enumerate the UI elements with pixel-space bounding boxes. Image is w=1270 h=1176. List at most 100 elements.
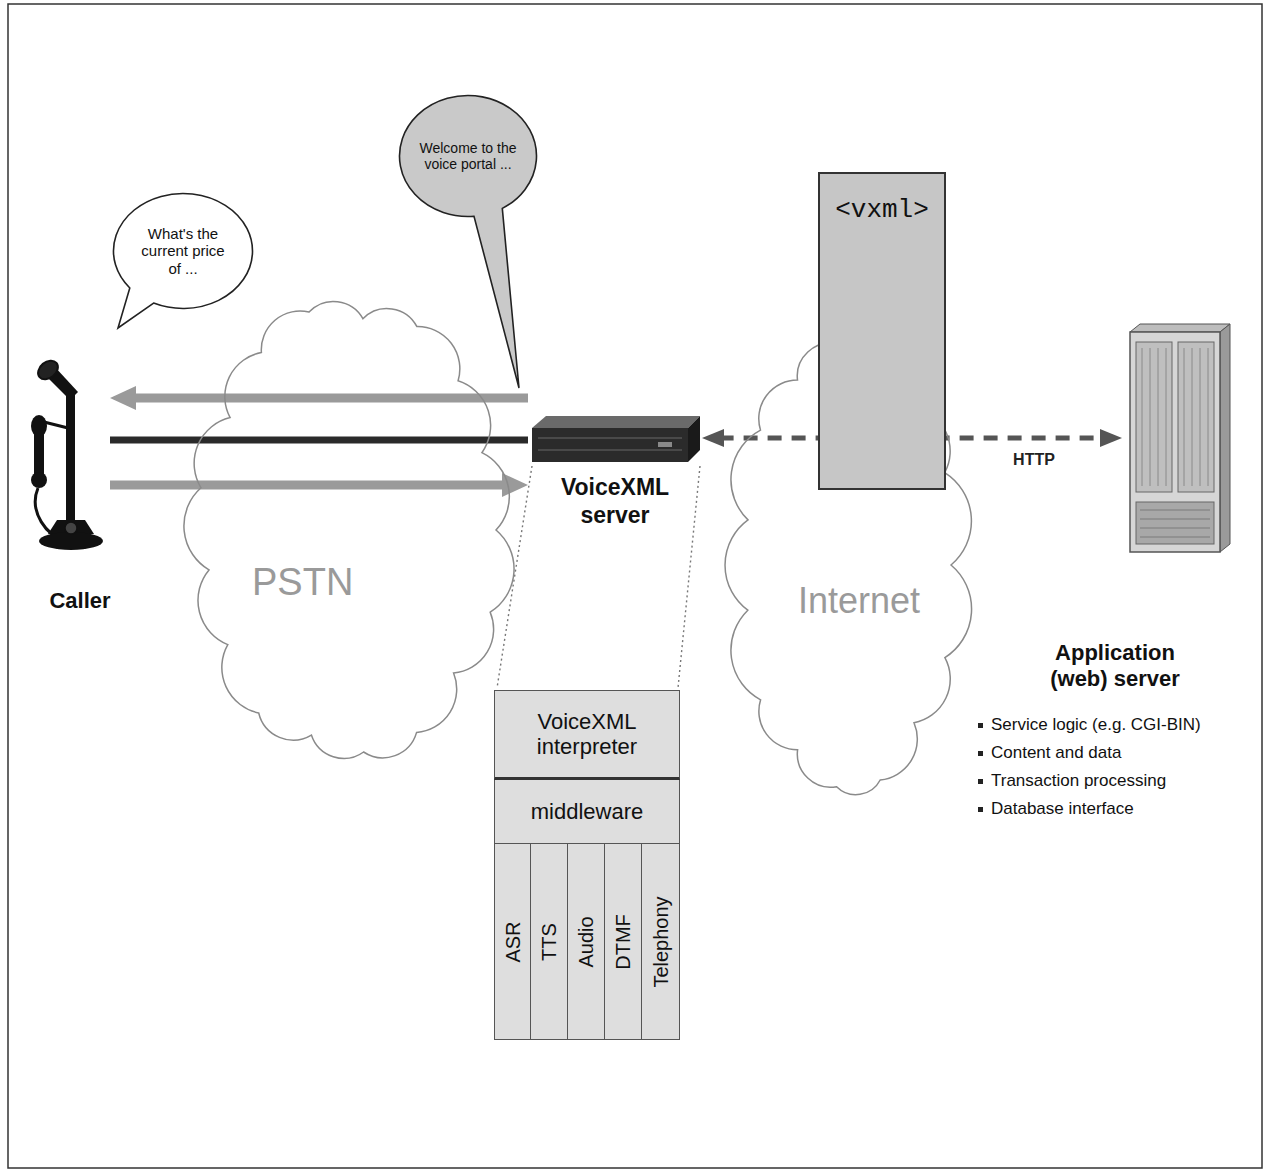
node-text: Internet bbox=[798, 580, 948, 621]
connector-line bbox=[110, 437, 528, 444]
connector-line bbox=[131, 394, 528, 403]
text-holder: TTS bbox=[538, 923, 561, 961]
connector-line bbox=[110, 481, 507, 490]
node-text: Caller bbox=[30, 588, 130, 613]
application-server: Application (web) serverService logic (e… bbox=[1122, 322, 1234, 558]
node-text: VoiceXML interpreter bbox=[502, 709, 672, 760]
node-text: Application (web) server bbox=[1040, 640, 1190, 693]
server-side bbox=[688, 416, 700, 462]
text-holder: Telephony bbox=[649, 896, 672, 987]
stack-layer: middleware bbox=[494, 780, 680, 844]
node-text: middleware bbox=[502, 799, 672, 824]
bullet-item: Transaction processing bbox=[978, 771, 1166, 791]
arrow-head bbox=[702, 429, 724, 447]
connector bbox=[110, 440, 528, 441]
text-holder: ASR bbox=[501, 921, 524, 962]
rack-base bbox=[1136, 502, 1214, 544]
node-text: ASR bbox=[501, 921, 524, 962]
stack-component: Audio bbox=[568, 844, 605, 1040]
rack-slot bbox=[1208, 348, 1209, 486]
rack-slot bbox=[1142, 348, 1143, 486]
node-text: <vxml> bbox=[820, 196, 944, 226]
text-holder: DTMF bbox=[612, 914, 635, 970]
text-holder: Audio bbox=[575, 916, 598, 967]
rack-front bbox=[1130, 332, 1220, 552]
stack-layer: VoiceXML interpreter bbox=[494, 690, 680, 780]
node-text: Telephony bbox=[649, 896, 672, 987]
bullet-item: Service logic (e.g. CGI-BIN) bbox=[978, 715, 1201, 735]
leader-line bbox=[678, 466, 700, 688]
leader-line bbox=[497, 466, 532, 688]
phone-receiver bbox=[31, 472, 47, 488]
server-detail bbox=[538, 449, 682, 451]
server-detail bbox=[538, 437, 682, 439]
node-text: Audio bbox=[575, 916, 598, 967]
phone-dial bbox=[65, 522, 77, 534]
text-holder: Database interface bbox=[978, 799, 1134, 819]
cloud-outline bbox=[190, 295, 510, 765]
server-box-icon bbox=[528, 414, 702, 464]
rack-top bbox=[1130, 324, 1230, 332]
node-text: TTS bbox=[538, 923, 561, 961]
text-holder: VoiceXML server bbox=[550, 474, 680, 529]
phone-stem bbox=[66, 392, 75, 524]
node-text: VoiceXML server bbox=[550, 474, 680, 529]
rack-slot bbox=[1184, 348, 1185, 486]
rack-slot bbox=[1140, 528, 1210, 529]
cloud-outline bbox=[184, 302, 514, 759]
node-text: DTMF bbox=[612, 914, 635, 970]
text-holder: Caller bbox=[30, 588, 130, 613]
speech-bubble: What's the current price of ... bbox=[112, 192, 254, 310]
text-holder: PSTN bbox=[252, 561, 392, 605]
text-holder: <vxml> bbox=[820, 196, 944, 226]
server-light bbox=[658, 442, 672, 447]
node-text: Welcome to the voice portal ... bbox=[416, 140, 520, 172]
text-holder: Application (web) server bbox=[1040, 640, 1190, 693]
phone-hook bbox=[44, 422, 68, 428]
speech-bubble-shape bbox=[399, 96, 536, 388]
rack-slot bbox=[1140, 519, 1210, 520]
picture-frame bbox=[8, 4, 1262, 1168]
network-cloud: PSTN bbox=[190, 295, 510, 765]
text-holder: Transaction processing bbox=[978, 771, 1166, 791]
speech-bubble: Welcome to the voice portal ... bbox=[398, 94, 538, 218]
caller-phone: Caller bbox=[18, 352, 110, 552]
rack-panel bbox=[1136, 342, 1172, 492]
stack-component: ASR bbox=[494, 844, 531, 1040]
arrow-head bbox=[110, 386, 136, 410]
rack-slot bbox=[1140, 510, 1210, 511]
rack-slot bbox=[1140, 537, 1210, 538]
bullet-item: Content and data bbox=[978, 743, 1121, 763]
node-text: PSTN bbox=[252, 561, 392, 605]
rack-panel bbox=[1178, 342, 1214, 492]
server-top bbox=[532, 416, 700, 428]
text-holder: HTTP bbox=[1010, 450, 1058, 470]
node-text: What's the current price of ... bbox=[133, 225, 233, 277]
edge-label: HTTP bbox=[1010, 450, 1058, 470]
rack-slot bbox=[1200, 348, 1201, 486]
vxml-document: <vxml> bbox=[818, 172, 946, 490]
text-holder: Service logic (e.g. CGI-BIN) bbox=[978, 715, 1201, 735]
rack-slot bbox=[1192, 348, 1193, 486]
speech-bubble-shape bbox=[113, 193, 252, 328]
rack-side bbox=[1220, 324, 1230, 552]
connector bbox=[110, 473, 528, 497]
server-device: VoiceXML server bbox=[528, 414, 702, 464]
stack-component: Telephony bbox=[642, 844, 680, 1040]
bullet-item: Database interface bbox=[978, 799, 1134, 819]
arrow-head bbox=[1100, 429, 1122, 447]
rack-slot bbox=[1150, 348, 1151, 486]
connector bbox=[110, 386, 528, 410]
phone-mouthpiece bbox=[34, 357, 61, 383]
rack-slot bbox=[1158, 348, 1159, 486]
text-holder: Internet bbox=[798, 580, 948, 621]
text-holder: Content and data bbox=[978, 743, 1121, 763]
stack-component: TTS bbox=[531, 844, 568, 1040]
stack-component: DTMF bbox=[605, 844, 642, 1040]
rack-slot bbox=[1166, 348, 1167, 486]
rack-server-icon bbox=[1122, 322, 1234, 558]
server-front bbox=[532, 428, 688, 462]
phone-receiver bbox=[34, 432, 44, 478]
telephone-icon bbox=[18, 352, 110, 552]
